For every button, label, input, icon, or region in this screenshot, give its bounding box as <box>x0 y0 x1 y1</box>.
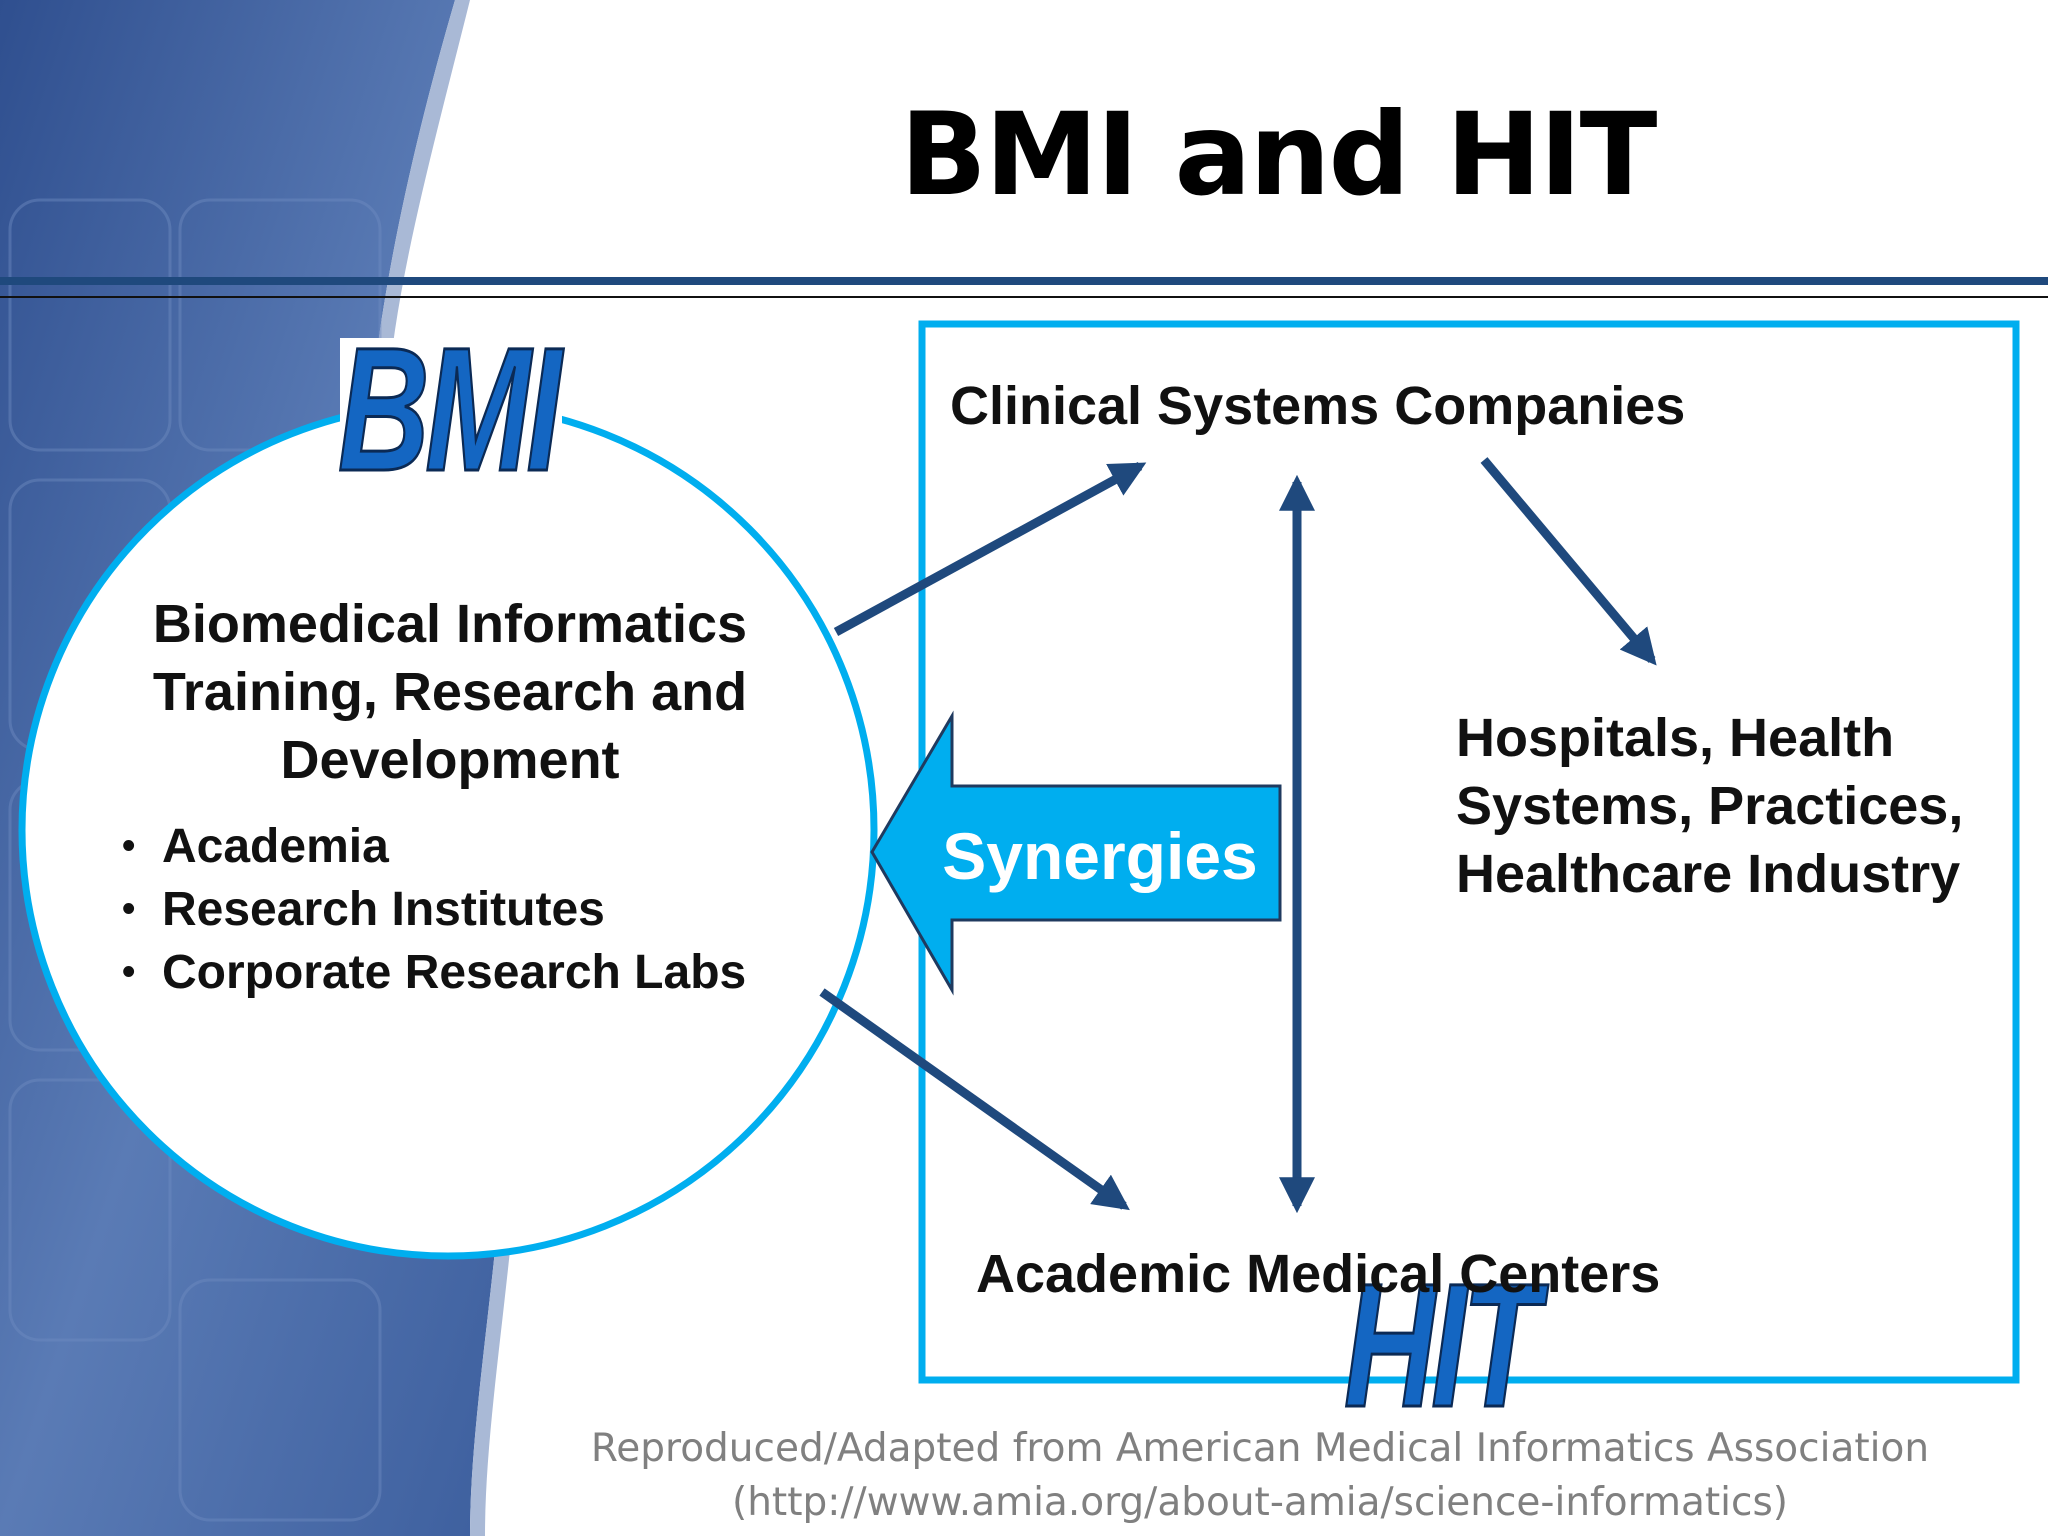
node-hospitals-line: Hospitals, Health <box>1456 708 1895 768</box>
node-hospitals-line: Systems, Practices, <box>1456 776 1964 836</box>
bullet-text: Academia <box>162 820 389 873</box>
bullet-glyph: • <box>122 825 136 867</box>
bullet-text: Research Institutes <box>162 883 605 936</box>
credit-line: (http://www.amia.org/about-amia/science-… <box>732 1480 1788 1525</box>
arrow-to-clinical <box>833 462 1147 636</box>
arrow-to-academic <box>819 988 1130 1211</box>
bmi-heading-line: Biomedical Informatics <box>152 594 748 654</box>
arrow-clinical-to-hospitals <box>1480 457 1657 666</box>
bmi-logo: BMI <box>337 312 563 508</box>
bmi-heading-line: Training, Research and <box>152 662 748 722</box>
synergies-label: Synergies <box>942 819 1258 893</box>
bullet-item: • Research Institutes <box>122 878 842 941</box>
node-hospitals-line: Healthcare Industry <box>1456 844 1961 904</box>
bullet-text: Corporate Research Labs <box>162 946 747 999</box>
node-clinical-systems: Clinical Systems Companies <box>950 376 1686 436</box>
credit-line: Reproduced/Adapted from American Medical… <box>590 1426 1930 1471</box>
hit-logo: HIT <box>1343 1248 1541 1444</box>
node-hospitals: Hospitals, Health Systems, Practices, He… <box>1456 704 1963 908</box>
bullet-glyph: • <box>122 888 136 930</box>
bullet-item: • Academia <box>122 815 842 878</box>
synergies-arrow <box>870 710 1282 996</box>
bmi-bullet-list: • Academia • Research Institutes • Corporat… <box>122 815 842 1004</box>
bullet-glyph: • <box>122 951 136 993</box>
header-rule-thin <box>0 296 2048 298</box>
page-title: BMI and HIT <box>900 88 1657 221</box>
bmi-heading-line: Development <box>280 730 620 790</box>
source-credit: Reproduced/Adapted from American Medical… <box>560 1422 1960 1530</box>
node-academic-medical-centers: Academic Medical Centers <box>976 1244 1661 1304</box>
bullet-item: • Corporate Research Labs <box>122 941 842 1004</box>
bmi-heading: Biomedical Informatics Training, Researc… <box>110 590 790 794</box>
header-rule-thick <box>0 277 2048 285</box>
